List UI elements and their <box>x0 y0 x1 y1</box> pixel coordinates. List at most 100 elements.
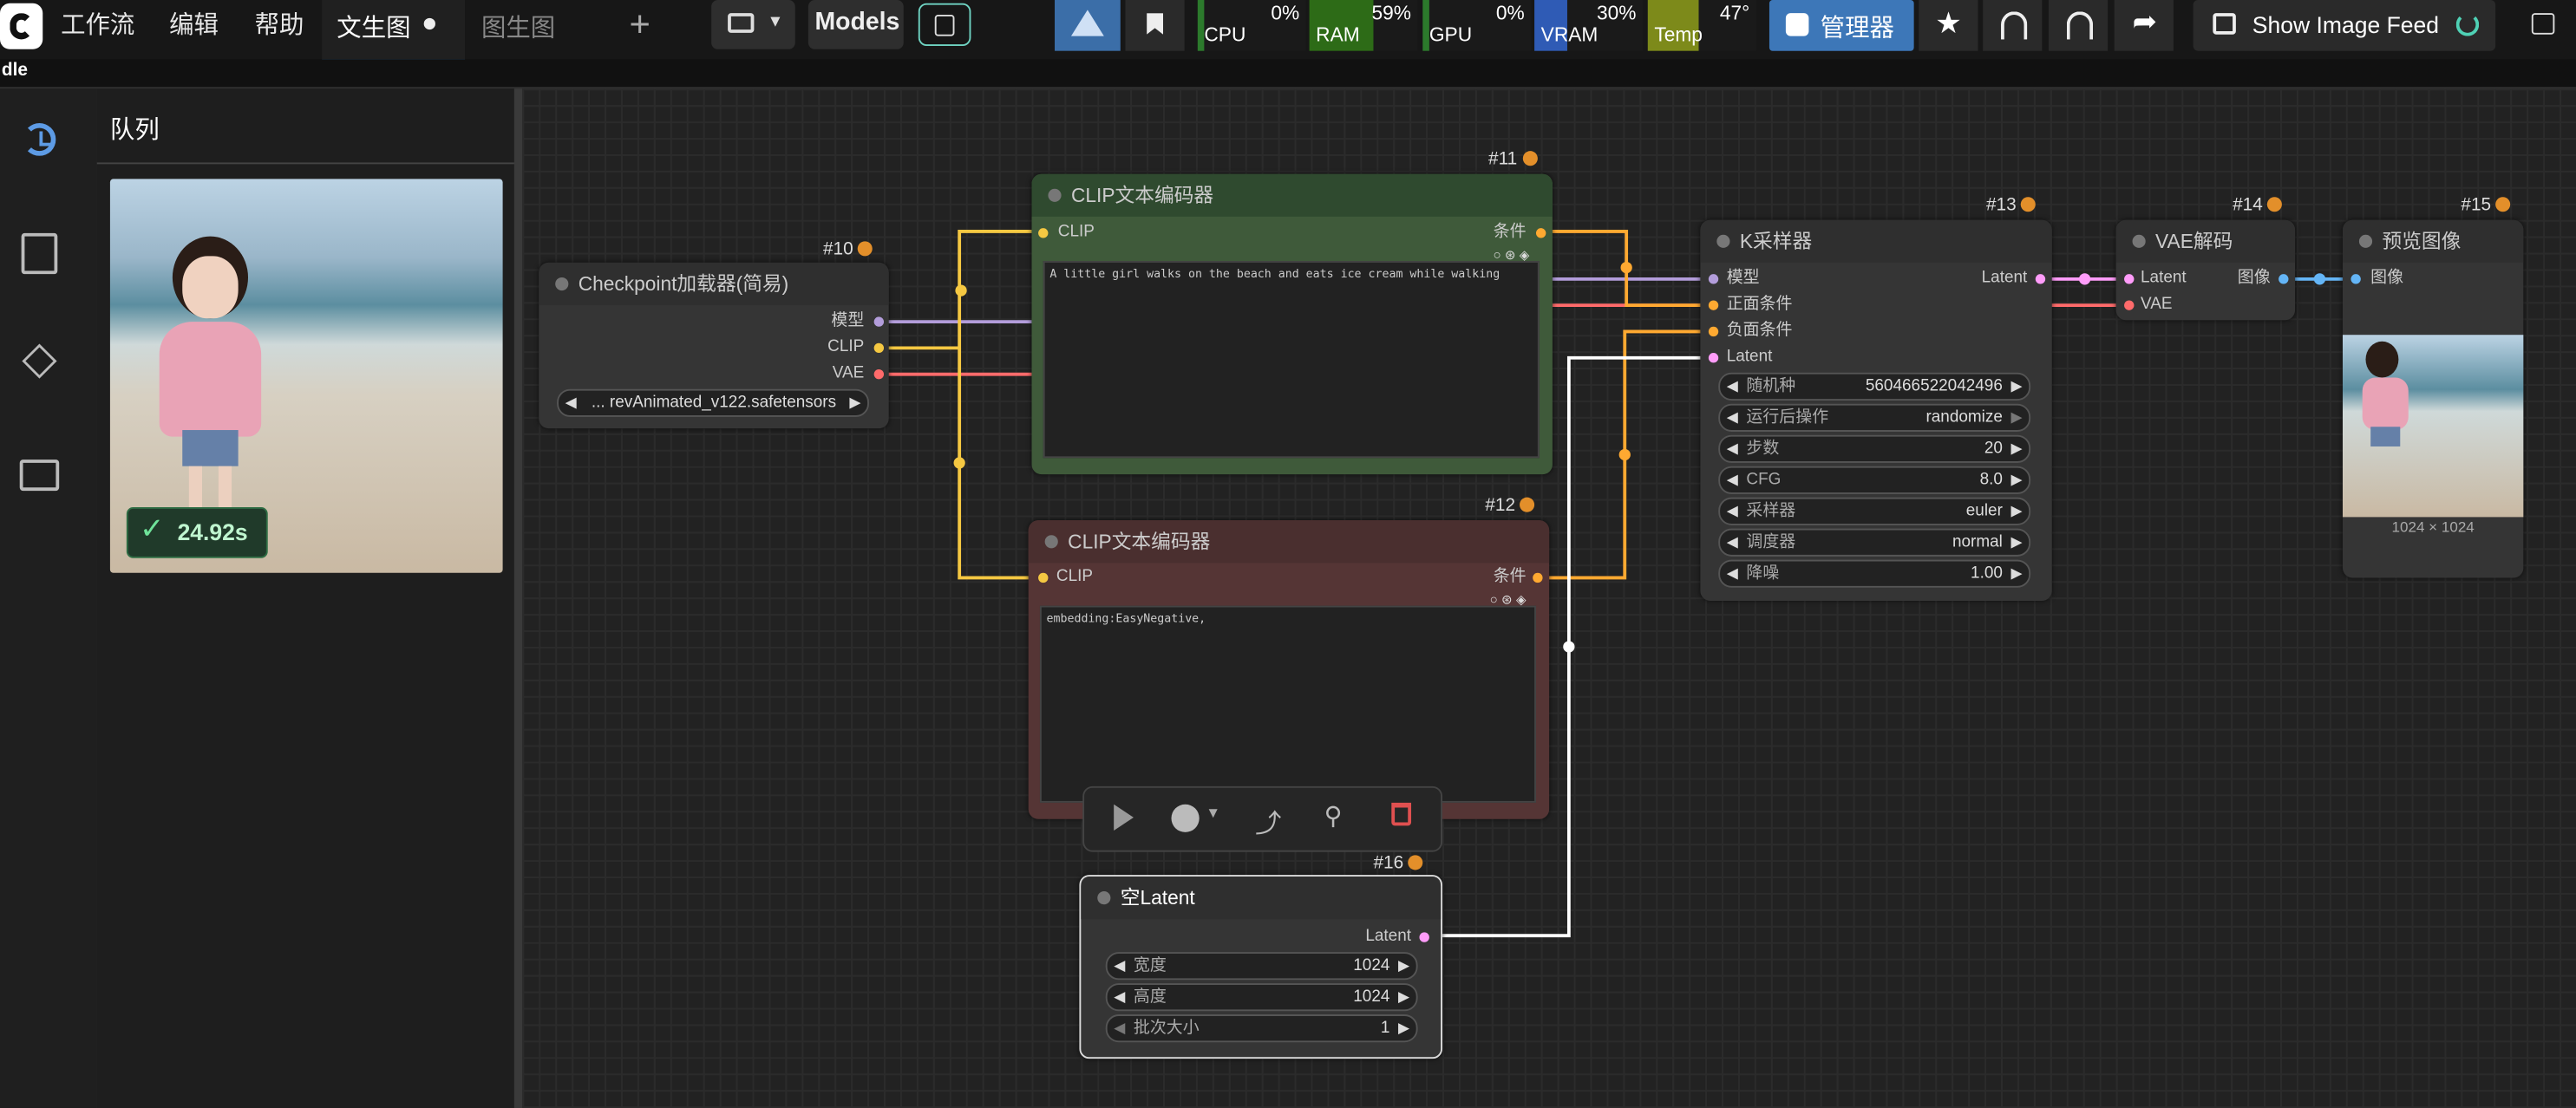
arrow-right-icon[interactable]: ▶ <box>1398 1019 1410 1036</box>
input-negative-slot[interactable] <box>1708 326 1719 337</box>
menu-help[interactable]: 帮助 <box>254 11 304 40</box>
arrow-right-icon[interactable]: ▶ <box>1398 956 1410 974</box>
arrow-right-icon[interactable]: ▶ <box>2010 533 2023 551</box>
node-title-bar[interactable]: Checkpoint加载器(简易) <box>539 262 889 306</box>
input-model-slot[interactable] <box>1708 274 1719 284</box>
arrow-left-icon[interactable]: ◀ <box>1114 1019 1126 1036</box>
arrow-left-icon[interactable]: ◀ <box>1726 471 1738 488</box>
preview-image[interactable] <box>2342 335 2524 518</box>
panel-splitter[interactable] <box>513 88 523 1108</box>
arrow-right-icon[interactable]: ▶ <box>849 394 861 411</box>
add-tab-button[interactable]: + <box>629 3 651 45</box>
output-cond-slot[interactable] <box>1533 572 1543 583</box>
app-logo[interactable] <box>0 3 43 49</box>
models-library-button[interactable] <box>20 342 62 384</box>
collapse-dot-icon[interactable] <box>1048 188 1062 202</box>
files-button[interactable] <box>19 456 62 495</box>
history-button[interactable] <box>18 118 68 167</box>
menu-edit[interactable]: 编辑 <box>169 11 219 40</box>
input-clip-slot[interactable] <box>1038 572 1049 583</box>
tab-img2img[interactable]: 图生图 <box>467 0 608 59</box>
show-image-feed-button[interactable]: Show Image Feed <box>2193 0 2496 51</box>
ckpt-name-widget[interactable]: ◀ ... revAnimated_v122.safetensors ▶ <box>557 388 869 417</box>
arrow-left-icon[interactable]: ◀ <box>1114 956 1126 974</box>
chevron-down-icon[interactable]: ▼ <box>1206 804 1221 821</box>
models-button[interactable]: Models <box>807 0 904 49</box>
bookmark-button[interactable] <box>1125 0 1185 51</box>
text-tools-icons[interactable]: ○ ⊛ ◈ <box>1489 592 1527 608</box>
bypass-icon[interactable]: ⤴ <box>1255 811 1282 839</box>
arrow-right-icon[interactable]: ▶ <box>2010 471 2023 488</box>
arrow-left-icon[interactable]: ◀ <box>1726 533 1738 551</box>
arrow-left-icon[interactable]: ◀ <box>1726 440 1738 457</box>
node-title-bar[interactable]: K采样器 <box>1700 219 2052 263</box>
pin-icon[interactable]: ⚲ <box>1324 802 1343 831</box>
clip-encoder-negative-node[interactable]: CLIP文本编码器 CLIP 条件 ○ ⊛ ◈ embedding:EasyNe… <box>1028 520 1550 819</box>
collapse-dot-icon[interactable] <box>2132 234 2146 248</box>
queue-item-thumbnail[interactable]: ✓ 24.92s <box>109 179 503 573</box>
arrow-left-icon[interactable]: ◀ <box>1726 377 1738 394</box>
node-title-bar[interactable]: CLIP文本编码器 <box>1028 520 1550 564</box>
collapse-dot-icon[interactable] <box>1044 535 1058 549</box>
arrow-left-icon[interactable]: ◀ <box>565 394 577 411</box>
input-positive-slot[interactable] <box>1708 300 1719 310</box>
input-vae-slot[interactable] <box>2124 300 2135 310</box>
input-latent-slot[interactable] <box>2124 274 2135 284</box>
clip-encoder-positive-node[interactable]: CLIP文本编码器 CLIP 条件 ○ ⊛ ◈ A little girl wa… <box>1031 173 1553 475</box>
input-latent-slot[interactable] <box>1708 353 1719 363</box>
checkpoint-loader-node[interactable]: Checkpoint加载器(简易) 模型 CLIP VAE ◀ ... revA… <box>539 262 889 429</box>
manager-button[interactable]: 管理器 <box>1769 0 1914 51</box>
output-cond-slot[interactable] <box>1535 228 1546 238</box>
arrow-left-icon[interactable]: ◀ <box>1114 987 1126 1005</box>
arrow-right-icon[interactable]: ▶ <box>2010 440 2023 457</box>
color-picker-icon[interactable] <box>1171 804 1200 832</box>
folder-dropdown-button[interactable]: ▼ <box>711 0 795 49</box>
arrow-right-icon[interactable]: ▶ <box>2010 408 2023 426</box>
node-title-bar[interactable]: CLIP文本编码器 <box>1031 173 1553 217</box>
arrow-left-icon[interactable]: ◀ <box>1726 564 1738 582</box>
node-title-bar[interactable]: 空Latent <box>1081 877 1442 920</box>
save-button[interactable] <box>918 3 971 47</box>
output-clip-slot[interactable] <box>873 342 885 354</box>
run-play-icon[interactable] <box>1114 804 1134 831</box>
arrow-right-icon[interactable]: ▶ <box>2010 564 2023 582</box>
output-image-slot[interactable] <box>2279 274 2289 284</box>
collapse-dot-icon[interactable] <box>555 277 569 291</box>
share-link-button-2[interactable] <box>2048 0 2109 51</box>
arrow-right-icon[interactable]: ▶ <box>2010 377 2023 394</box>
vae-decode-node[interactable]: VAE解码 Latent 图像 VAE <box>2115 219 2296 321</box>
text-tools-icons[interactable]: ○ ⊛ ◈ <box>1493 247 1530 263</box>
arrow-right-icon[interactable]: ▶ <box>1398 987 1410 1005</box>
arrow-left-icon[interactable]: ◀ <box>1726 502 1738 519</box>
panel-toggle-button[interactable] <box>2527 0 2563 49</box>
trash-icon[interactable] <box>1391 802 1412 826</box>
tab-txt2img[interactable]: 文生图 <box>322 0 466 62</box>
node-title-bar[interactable]: VAE解码 <box>2115 219 2296 263</box>
share-link-button-1[interactable] <box>1983 0 2043 51</box>
arrow-left-icon[interactable]: ◀ <box>1726 408 1738 426</box>
prompt-textarea[interactable]: A little girl walks on the beach and eat… <box>1043 261 1540 459</box>
star-button[interactable]: ★ <box>1919 0 1978 51</box>
menu-workflow[interactable]: 工作流 <box>61 11 135 40</box>
output-model-slot[interactable] <box>873 316 885 327</box>
negative-prompt-textarea[interactable]: embedding:EasyNegative, <box>1039 605 1536 803</box>
collapse-dot-icon[interactable] <box>1097 891 1111 905</box>
logo-badge-button[interactable] <box>1055 0 1121 51</box>
collapse-dot-icon[interactable] <box>1716 234 1730 248</box>
preview-image-node[interactable]: 预览图像 图像 1024 × 1024 <box>2342 219 2524 578</box>
collapse-dot-icon[interactable] <box>2358 234 2373 248</box>
output-latent-slot[interactable] <box>1419 932 1429 942</box>
output-vae-slot[interactable] <box>873 368 885 380</box>
workflows-button[interactable] <box>21 232 61 276</box>
